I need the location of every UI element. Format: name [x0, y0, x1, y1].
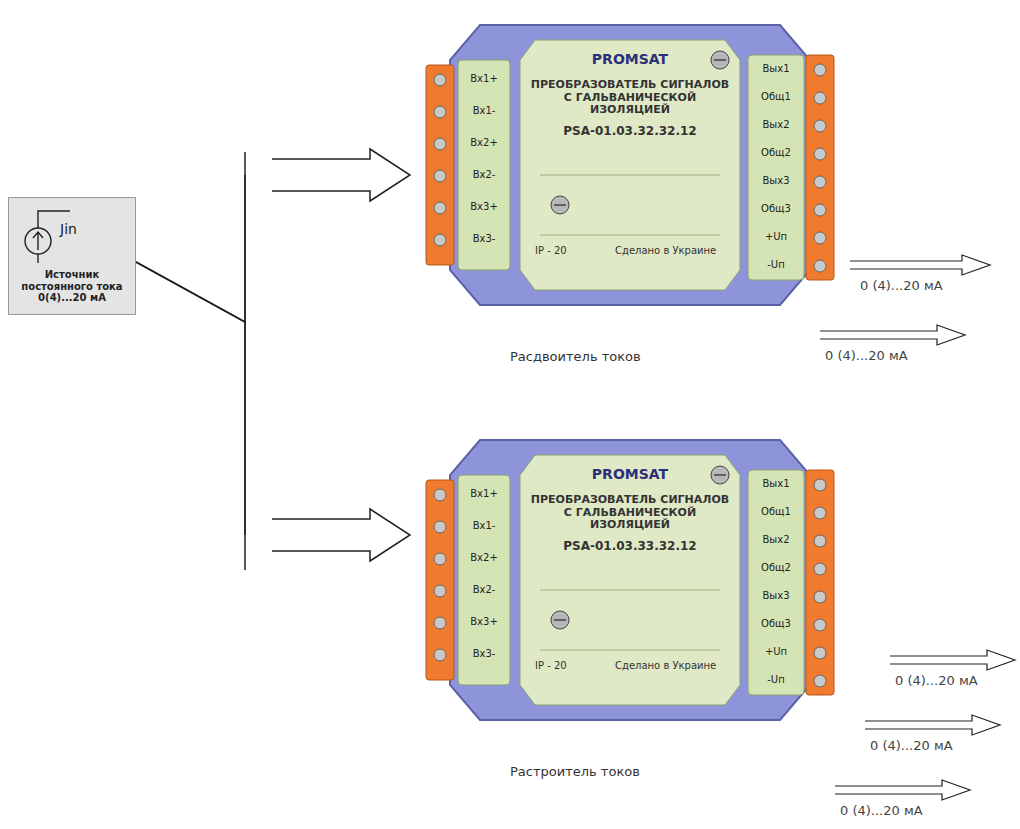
input-pin-name: Вх1-	[460, 105, 508, 117]
input-pin-name: Вх2-	[460, 584, 508, 596]
output-pin-name: Общ1	[750, 91, 802, 103]
output-pin-name: Вых1	[750, 478, 802, 490]
device-caption: Расдвоитель токов	[510, 350, 710, 365]
source-box	[9, 198, 136, 315]
output-pin-name: Вых1	[750, 63, 802, 75]
device-title: ПРЕОБРАЗОВАТЕЛЬ СИГНАЛОВ С ГАЛЬВАНИЧЕСКО…	[530, 494, 730, 532]
output-pin-name: -Uп	[750, 674, 802, 686]
output-pin-name: Общ1	[750, 506, 802, 518]
output-arrows	[820, 255, 1015, 800]
device-caption: Растроитель токов	[510, 765, 710, 780]
input-pin-name: Вх1+	[460, 488, 508, 500]
model-code: PSA-01.03.32.32.12	[530, 125, 730, 139]
output-pin-name: -Uп	[750, 259, 802, 271]
current-symbol-label: Jin	[60, 221, 120, 237]
input-pin-name: Вх2-	[460, 169, 508, 181]
output-arrow	[890, 650, 1015, 670]
signal-range: 0 (4)...20 мА	[860, 279, 980, 294]
output-pin-name: Общ3	[750, 618, 802, 630]
signal-connector	[136, 149, 410, 322]
input-pin-name: Вх3-	[460, 648, 508, 660]
input-pin-name: Вх3-	[460, 233, 508, 245]
output-pin-name: Общ2	[750, 562, 802, 574]
output-arrow	[820, 325, 965, 345]
output-pin-name: Вых2	[750, 534, 802, 546]
protection-rating: IP - 20	[535, 660, 605, 672]
device-title: ПРЕОБРАЗОВАТЕЛЬ СИГНАЛОВ С ГАЛЬВАНИЧЕСКО…	[530, 79, 730, 117]
output-pin-name: Вых3	[750, 590, 802, 602]
input-pin-name: Вх2+	[460, 137, 508, 149]
output-arrow	[850, 255, 990, 275]
brand-name: PROMSAT	[530, 51, 730, 67]
signal-range: 0 (4)...20 мА	[840, 804, 960, 819]
output-arrow	[835, 780, 970, 800]
output-pin-name: +Uп	[750, 646, 802, 658]
input-pin-name: Вх1+	[460, 73, 508, 85]
input-pin-name: Вх3+	[460, 201, 508, 213]
output-pin-name: Общ3	[750, 203, 802, 215]
output-arrow	[865, 715, 1000, 735]
brand-name: PROMSAT	[530, 466, 730, 482]
signal-range: 0 (4)...20 мА	[870, 739, 990, 754]
current-source-box: JinИсточник постоянного тока 0(4)...20 м…	[8, 197, 136, 315]
input-pin-name: Вх2+	[460, 552, 508, 564]
output-pin-name: Общ2	[750, 147, 802, 159]
output-pin-name: Вых2	[750, 119, 802, 131]
origin-note: Сделано в Украине	[615, 660, 735, 672]
output-pin-name: +Uп	[750, 231, 802, 243]
model-code: PSA-01.03.33.32.12	[530, 540, 730, 554]
signal-range: 0 (4)...20 мА	[825, 349, 945, 364]
origin-note: Сделано в Украине	[615, 245, 735, 257]
protection-rating: IP - 20	[535, 245, 605, 257]
input-pin-name: Вх1-	[460, 520, 508, 532]
signal-range: 0 (4)...20 мА	[895, 674, 1015, 689]
converter-illustration	[426, 440, 834, 720]
converter-illustration	[426, 25, 834, 305]
input-pin-name: Вх3+	[460, 616, 508, 628]
signal-connector	[136, 262, 410, 561]
output-pin-name: Вых3	[750, 175, 802, 187]
source-title: Источник постоянного тока 0(4)...20 мА	[12, 269, 132, 304]
